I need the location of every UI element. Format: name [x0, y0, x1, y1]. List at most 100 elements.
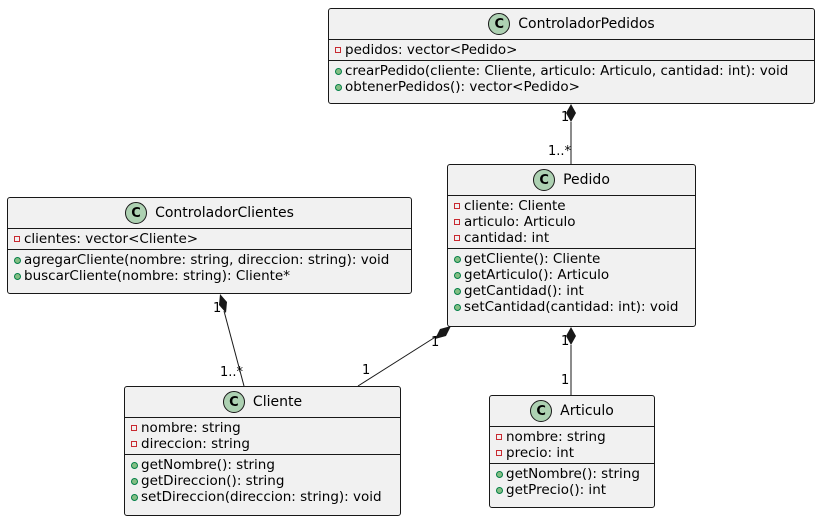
method-text: getNombre(): string — [506, 466, 640, 482]
attribute: nombre: string — [131, 420, 394, 436]
attribute-text: clientes: vector<Cliente> — [24, 231, 199, 247]
private-marker-icon — [131, 441, 137, 447]
class-cliente[interactable]: C Cliente nombre: string direccion: stri… — [124, 386, 401, 516]
method: getPrecio(): int — [496, 482, 648, 498]
attribute-text: precio: int — [506, 445, 575, 461]
composition-diamond — [435, 326, 451, 339]
class-icon: C — [222, 391, 245, 413]
multiplicity-label: 1 — [213, 301, 221, 316]
public-marker-icon — [14, 256, 21, 264]
method: getCantidad(): int — [454, 283, 689, 299]
attribute: clientes: vector<Cliente> — [14, 231, 405, 247]
method-text: buscarCliente(nombre: string): Cliente* — [24, 268, 290, 284]
public-marker-icon — [131, 477, 138, 485]
multiplicity-label: 1..* — [220, 365, 244, 380]
private-marker-icon — [454, 235, 460, 241]
private-marker-icon — [335, 47, 341, 53]
attribute: precio: int — [496, 445, 648, 461]
method: setCantidad(cantidad: int): void — [454, 299, 689, 315]
attributes-section: cliente: Cliente articulo: Articulo cant… — [448, 196, 695, 249]
attribute-text: cantidad: int — [464, 230, 550, 246]
public-marker-icon — [496, 486, 503, 494]
attribute: nombre: string — [496, 429, 648, 445]
attributes-section: nombre: string precio: int — [490, 427, 654, 464]
method-text: getDireccion(): string — [141, 473, 285, 489]
public-marker-icon — [335, 83, 342, 91]
attribute: cliente: Cliente — [454, 198, 689, 214]
class-name: ControladorPedidos — [518, 16, 655, 32]
attributes-section: clientes: vector<Cliente> — [8, 229, 411, 250]
multiplicity-label: 1..* — [548, 144, 572, 159]
method: getCliente(): Cliente — [454, 251, 689, 267]
class-header: C Pedido — [448, 165, 695, 196]
attribute: cantidad: int — [454, 230, 689, 246]
attribute: direccion: string — [131, 436, 394, 452]
method-text: getArticulo(): Articulo — [464, 267, 610, 283]
attribute-text: cliente: Cliente — [464, 198, 566, 214]
relation-line — [223, 310, 245, 387]
class-header: C ControladorClientes — [8, 198, 411, 229]
class-icon: C — [125, 202, 148, 224]
method-text: getCantidad(): int — [464, 283, 584, 299]
multiplicity-label: 1 — [362, 363, 370, 378]
methods-section: crearPedido(cliente: Cliente, articulo: … — [329, 61, 814, 97]
public-marker-icon — [14, 272, 21, 280]
method: buscarCliente(nombre: string): Cliente* — [14, 268, 405, 284]
public-marker-icon — [131, 461, 138, 469]
method-text: getCliente(): Cliente — [464, 251, 601, 267]
class-name: Cliente — [252, 394, 303, 410]
private-marker-icon — [454, 203, 460, 209]
class-icon: C — [533, 169, 556, 191]
method-text: obtenerPedidos(): vector<Pedido> — [345, 79, 580, 95]
composition-diamond — [566, 327, 576, 345]
attribute-text: nombre: string — [141, 420, 241, 436]
class-header: C Articulo — [490, 396, 654, 427]
attribute-text: articulo: Articulo — [464, 214, 576, 230]
method: getNombre(): string — [496, 466, 648, 482]
private-marker-icon — [131, 425, 137, 431]
class-header: C Cliente — [125, 387, 400, 418]
method: getNombre(): string — [131, 457, 394, 473]
attributes-section: nombre: string direccion: string — [125, 418, 400, 455]
multiplicity-label: 1 — [561, 373, 569, 388]
public-marker-icon — [335, 67, 342, 75]
method-text: crearPedido(cliente: Cliente, articulo: … — [345, 63, 789, 79]
composition-diamond — [566, 104, 576, 122]
composition-diamond — [219, 294, 227, 313]
class-name: ControladorClientes — [155, 205, 294, 221]
class-controlador-clientes[interactable]: C ControladorClientes clientes: vector<C… — [7, 197, 412, 294]
class-name: Articulo — [560, 403, 614, 419]
method: crearPedido(cliente: Cliente, articulo: … — [335, 63, 808, 79]
class-articulo[interactable]: C Articulo nombre: string precio: int ge… — [489, 395, 655, 508]
methods-section: getNombre(): string getDireccion(): stri… — [125, 455, 400, 507]
methods-section: getNombre(): string getPrecio(): int — [490, 464, 654, 500]
class-pedido[interactable]: C Pedido cliente: Cliente articulo: Arti… — [447, 164, 696, 327]
public-marker-icon — [131, 493, 138, 501]
private-marker-icon — [454, 219, 460, 225]
attribute-text: pedidos: vector<Pedido> — [345, 42, 518, 58]
method: obtenerPedidos(): vector<Pedido> — [335, 79, 808, 95]
method-text: getPrecio(): int — [506, 482, 607, 498]
method-text: agregarCliente(nombre: string, direccion… — [24, 252, 390, 268]
multiplicity-label: 1 — [431, 335, 439, 350]
attribute-text: nombre: string — [506, 429, 606, 445]
class-icon: C — [530, 400, 553, 422]
public-marker-icon — [454, 287, 461, 295]
attributes-section: pedidos: vector<Pedido> — [329, 40, 814, 61]
public-marker-icon — [454, 271, 461, 279]
public-marker-icon — [454, 303, 461, 311]
method: getArticulo(): Articulo — [454, 267, 689, 283]
method: agregarCliente(nombre: string, direccion… — [14, 252, 405, 268]
private-marker-icon — [496, 450, 502, 456]
method-text: setCantidad(cantidad: int): void — [464, 299, 679, 315]
attribute-text: direccion: string — [141, 436, 250, 452]
methods-section: getCliente(): Cliente getArticulo(): Art… — [448, 249, 695, 317]
methods-section: agregarCliente(nombre: string, direccion… — [8, 250, 411, 286]
relation-line — [357, 335, 438, 387]
method: getDireccion(): string — [131, 473, 394, 489]
public-marker-icon — [454, 255, 461, 263]
class-name: Pedido — [563, 172, 610, 188]
class-controlador-pedidos[interactable]: C ControladorPedidos pedidos: vector<Ped… — [328, 8, 815, 104]
method-text: setDireccion(direccion: string): void — [141, 489, 382, 505]
